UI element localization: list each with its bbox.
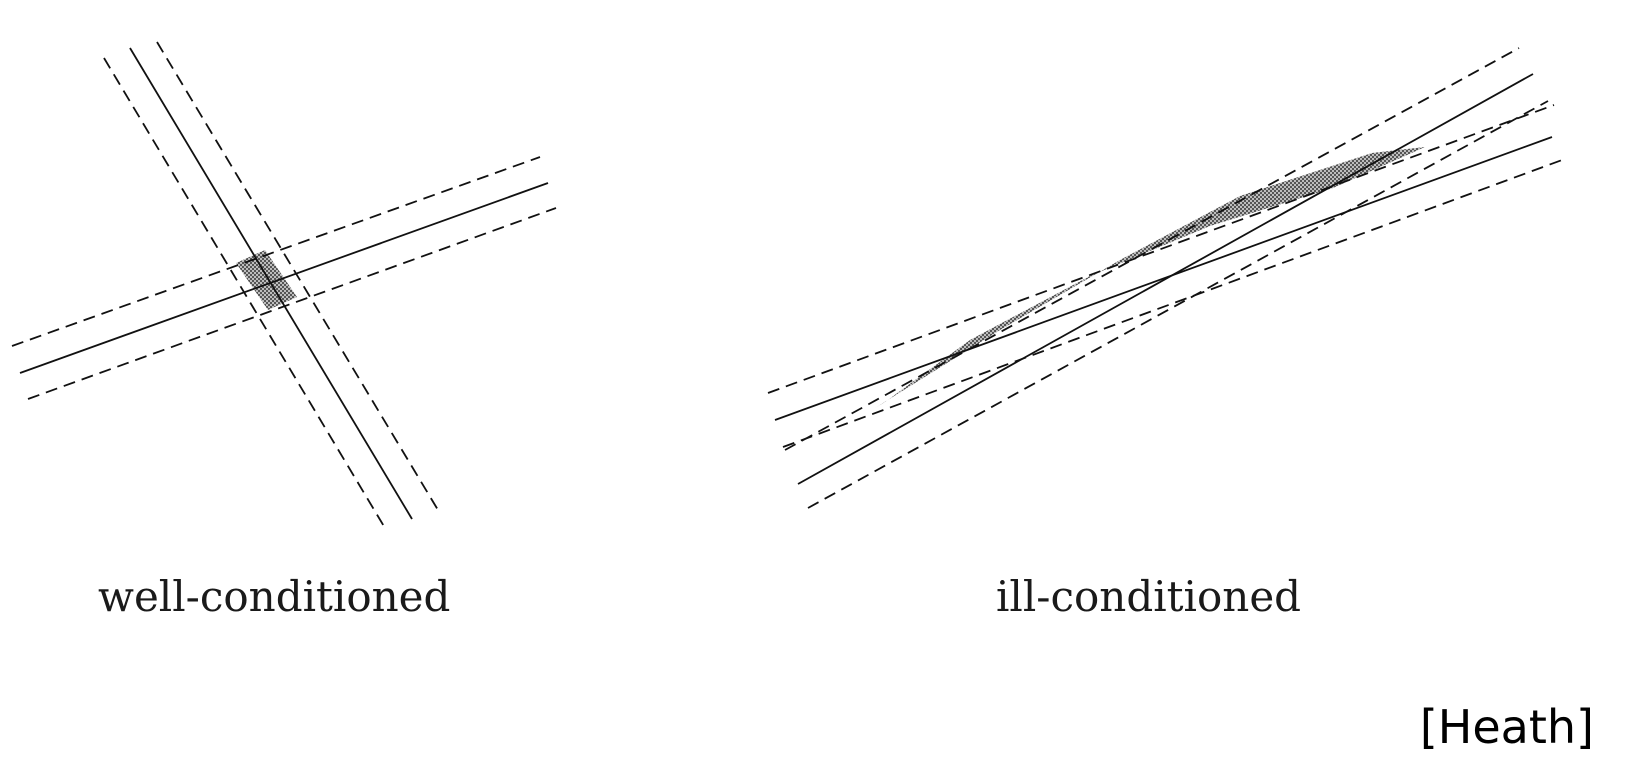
well-line-b-bound-upper [11, 156, 541, 347]
ill-line-b [797, 73, 1534, 485]
ill-line-a-bound-lower [782, 159, 1563, 448]
ill-line-b-bound-upper [784, 47, 1520, 451]
well-line-b [19, 182, 549, 374]
well-line-b-bound-lower [27, 207, 557, 400]
ill-line-b-bound-lower [807, 100, 1549, 509]
well-conditioned-caption: well-conditioned [98, 572, 451, 621]
well-conditioned-panel [11, 41, 557, 529]
well-line-a-bound-upper [156, 41, 439, 511]
ill-conditioned-panel [767, 47, 1563, 509]
ill-conditioned-caption: ill-conditioned [996, 572, 1302, 621]
well-conditioned-uncertainty-region [236, 250, 297, 310]
ill-conditioned-uncertainty-region [875, 147, 1425, 408]
ill-line-a-bound-upper [767, 104, 1555, 394]
ill-line-a [774, 136, 1553, 421]
citation-label: [Heath] [1419, 700, 1594, 754]
